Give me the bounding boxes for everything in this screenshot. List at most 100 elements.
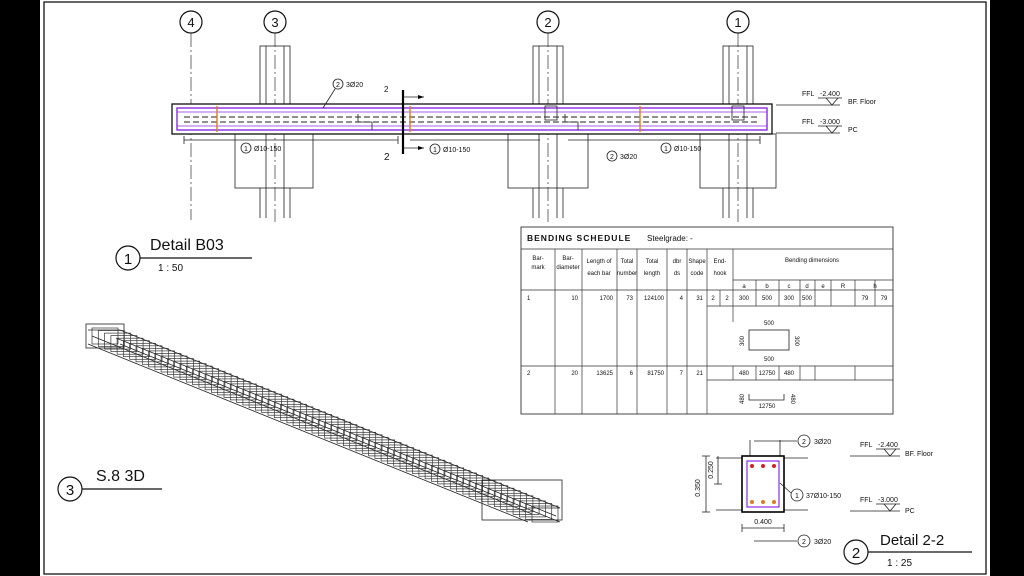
svg-text:1700: 1700 [600, 296, 614, 302]
stirrup-3d [519, 500, 546, 518]
svg-text:Bar-: Bar- [562, 256, 573, 262]
beam-elevation: 4 3 2 1 [171, 10, 877, 222]
dims-col-lines [755, 280, 876, 380]
svg-text:2: 2 [725, 296, 729, 302]
stirrup-3d [211, 375, 238, 393]
svg-text:FFL: FFL [860, 442, 873, 449]
svg-text:-3.000: -3.000 [820, 119, 840, 126]
stirrup-3d [305, 414, 333, 431]
level-mark-bf-floor: FFL -2.400 BF. Floor [776, 91, 877, 106]
stirrup-3d [292, 409, 320, 426]
stirrup-3d [393, 449, 421, 467]
svg-text:FFL: FFL [802, 91, 815, 98]
sheet-border [43, 1, 987, 575]
section-cut-2: 2 2 [384, 85, 424, 163]
svg-text:1: 1 [664, 146, 668, 153]
svg-text:2: 2 [852, 545, 860, 562]
svg-text:480: 480 [740, 393, 746, 404]
stirrup-3d [236, 386, 263, 403]
stirrup-3d [167, 358, 194, 375]
svg-text:0.350: 0.350 [695, 479, 702, 497]
stirrup-3d [343, 429, 370, 447]
detail-title: Detail B03 [150, 237, 224, 254]
stirrup-3d [204, 373, 232, 391]
stirrup-3d [380, 444, 408, 462]
svg-text:300: 300 [784, 296, 795, 302]
stirrup-3d [355, 434, 383, 452]
svg-text:Ø10-150: Ø10-150 [674, 146, 701, 153]
rebar-3d-view [85, 323, 563, 523]
callout-top-bars: 2 3Ø20 [322, 78, 363, 109]
stirrup-3d [443, 470, 471, 487]
detail-b03-title: 1 Detail B03 1 : 50 [115, 237, 252, 274]
stirrup-3d [487, 487, 515, 505]
svg-text:BF. Floor: BF. Floor [905, 451, 934, 458]
svg-text:4: 4 [680, 296, 684, 302]
svg-text:length: length [644, 271, 660, 277]
svg-text:12750: 12750 [759, 371, 776, 377]
svg-text:S.8 3D: S.8 3D [96, 468, 145, 485]
svg-text:3Ø20: 3Ø20 [814, 439, 831, 446]
svg-text:b: b [765, 284, 769, 290]
svg-text:10: 10 [571, 296, 578, 302]
svg-text:124100: 124100 [644, 296, 665, 302]
schedule-subtitle: Steelgrade: - [647, 234, 693, 243]
stirrup-3d [116, 337, 144, 355]
stirrup-3d [280, 403, 307, 421]
svg-text:79: 79 [862, 296, 869, 302]
callout-section-stirrup: 1 37Ø10-150 [779, 482, 841, 502]
svg-text:Detail 2-2: Detail 2-2 [880, 532, 944, 549]
stirrup-3d [148, 350, 175, 368]
stirrup-3d [525, 503, 553, 520]
stirrup-3d [431, 464, 458, 482]
svg-text:each bar: each bar [587, 271, 610, 277]
stirrup-3d [500, 492, 527, 510]
stirrup-3d [129, 342, 157, 360]
svg-text:73: 73 [626, 296, 633, 302]
detail-3d-title: 3 S.8 3D [57, 468, 162, 502]
stirrup-3d [179, 363, 207, 380]
stirrup-3d [123, 340, 150, 358]
svg-text:7: 7 [680, 371, 684, 377]
svg-text:500: 500 [802, 296, 813, 302]
stirrup-3d [531, 505, 559, 523]
svg-text:37Ø10-150: 37Ø10-150 [806, 493, 841, 500]
svg-text:1: 1 [795, 493, 799, 500]
beam-reinforcement-cage [176, 107, 768, 131]
svg-text:PC: PC [905, 508, 915, 515]
svg-text:Bar-: Bar- [532, 256, 543, 262]
svg-text:300: 300 [739, 296, 750, 302]
stirrup-3d [261, 396, 289, 414]
svg-text:2: 2 [544, 15, 551, 30]
svg-text:hook: hook [713, 271, 727, 277]
svg-text:81750: 81750 [647, 371, 664, 377]
stirrup-3d [248, 391, 276, 408]
svg-text:2: 2 [802, 439, 806, 446]
svg-text:2: 2 [384, 85, 389, 94]
callout-section-top-bars: 2 3Ø20 [754, 434, 831, 448]
stirrup-3d [456, 475, 483, 492]
svg-text:3: 3 [271, 15, 278, 30]
stirrup-3d [424, 462, 452, 480]
svg-text:Ø10-150: Ø10-150 [443, 147, 470, 154]
svg-text:Length of: Length of [586, 259, 611, 265]
svg-text:13625: 13625 [596, 371, 613, 377]
svg-text:Total: Total [621, 259, 634, 265]
svg-text:3Ø20: 3Ø20 [620, 154, 637, 161]
callout-stirrup-right: 1 Ø10-150 [660, 142, 701, 154]
stirrup-3d [399, 452, 427, 469]
svg-text:-2.400: -2.400 [820, 91, 840, 98]
svg-text:0.250: 0.250 [708, 461, 715, 479]
svg-text:1: 1 [734, 15, 741, 30]
beam-outline [171, 103, 773, 135]
stirrup-3d [437, 467, 465, 485]
stirrup-3d [223, 381, 251, 398]
svg-text:1: 1 [244, 146, 248, 153]
svg-text:Total: Total [646, 259, 659, 265]
stirrup-3d [368, 439, 395, 457]
stirrup-3d [267, 398, 295, 416]
svg-text:mark: mark [531, 265, 545, 271]
stirrup-3d [91, 327, 119, 345]
stirrup-3d [192, 368, 219, 386]
